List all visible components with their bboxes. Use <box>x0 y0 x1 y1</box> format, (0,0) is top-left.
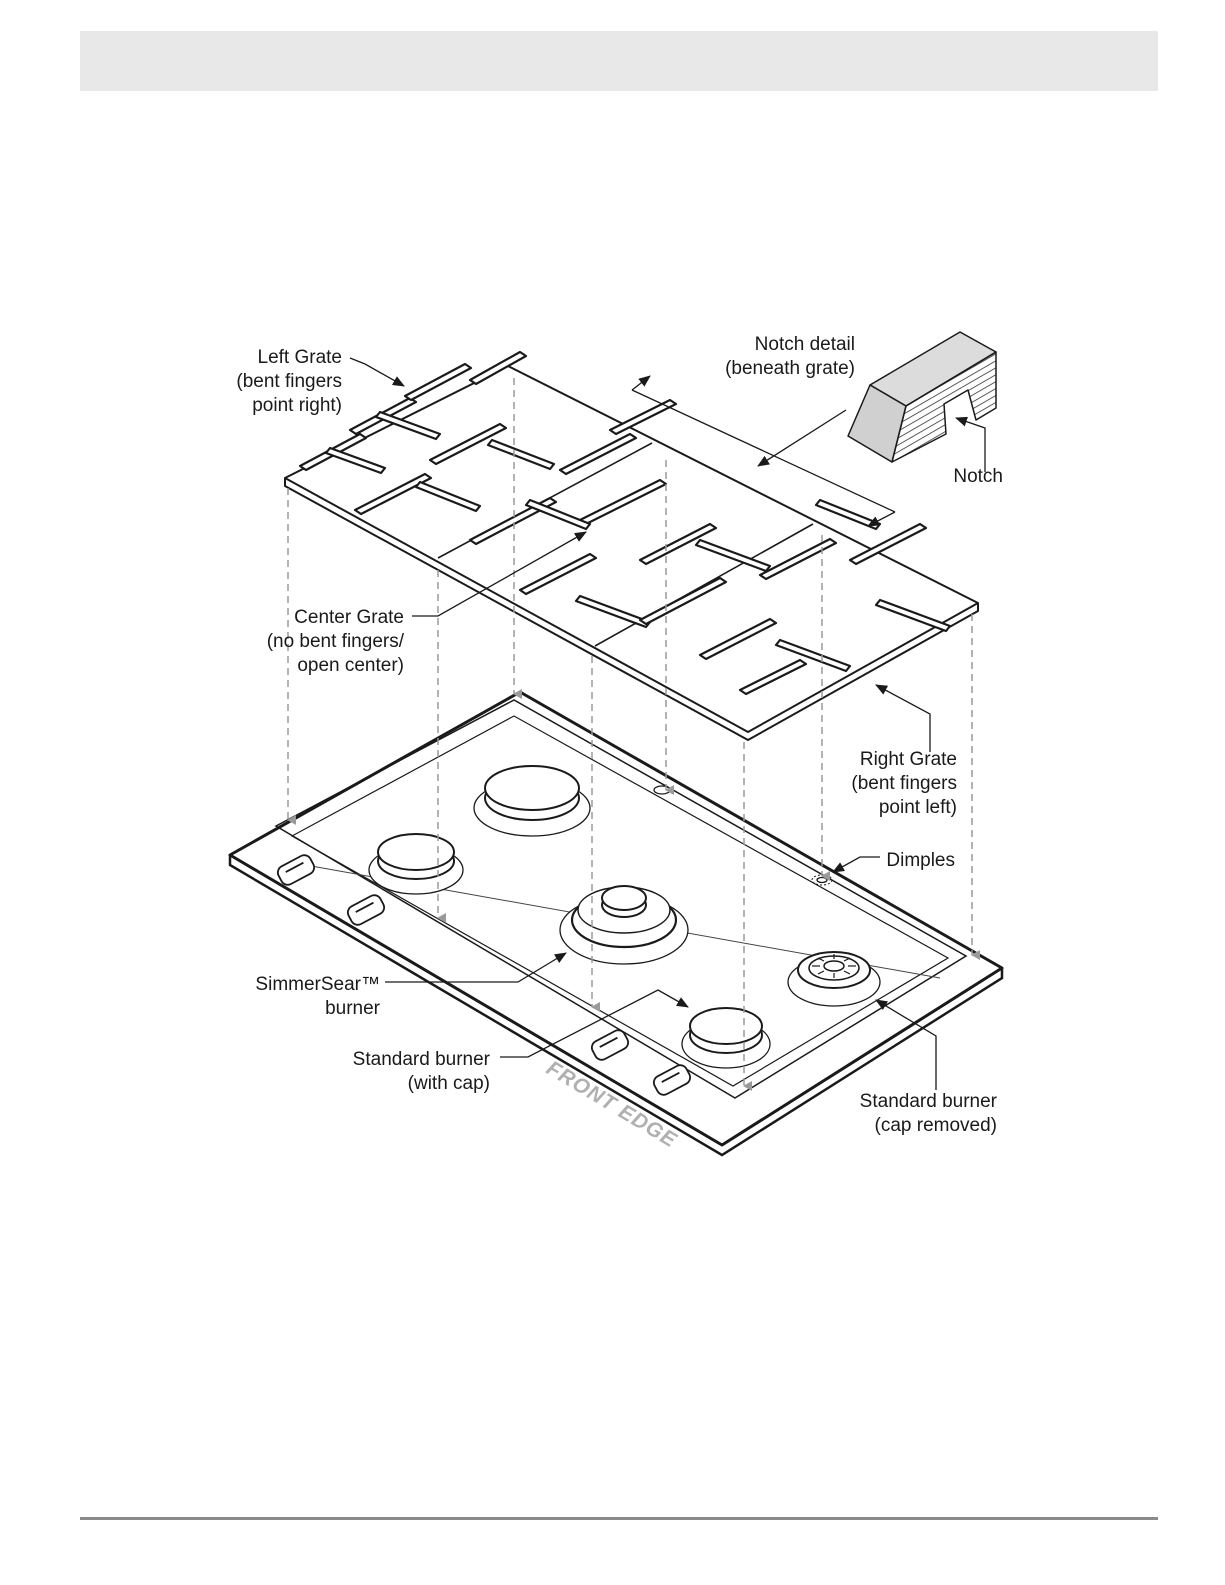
left-grate-line-1: Left Grate <box>258 347 343 368</box>
burner-rear-left <box>474 766 590 836</box>
center-grate-line-2: (no bent fingers/ <box>267 631 405 652</box>
center-grate-line-3: open center) <box>297 655 404 676</box>
standard-cap-removed-line-1: Standard burner <box>860 1091 998 1112</box>
simmersear-line-2: burner <box>325 998 381 1019</box>
burner-front-left <box>369 834 463 894</box>
label-right-grate: Right Grate (bent fingers point left) <box>851 749 957 818</box>
simmersear-line-1: SimmerSear™ <box>255 974 380 995</box>
footer-rule <box>80 1517 1158 1520</box>
label-standard-cap-removed: Standard burner (cap removed) <box>860 1091 998 1136</box>
label-standard-with-cap: Standard burner (with cap) <box>353 1049 491 1094</box>
label-simmersear: SimmerSear™ burner <box>255 974 380 1019</box>
standard-with-cap-line-2: (with cap) <box>408 1073 490 1094</box>
label-notch: Notch <box>953 466 1003 487</box>
right-grate-line-1: Right Grate <box>860 749 957 770</box>
left-grate-line-3: point right) <box>252 395 342 416</box>
center-grate-line-1: Center Grate <box>294 607 404 628</box>
standard-with-cap-line-1: Standard burner <box>353 1049 491 1070</box>
standard-cap-removed-line-2: (cap removed) <box>875 1115 998 1136</box>
label-center-grate: Center Grate (no bent fingers/ open cent… <box>267 607 405 676</box>
notch-detail-line-2: (beneath grate) <box>725 358 855 379</box>
label-notch-detail: Notch detail (beneath grate) <box>725 334 855 379</box>
right-grate-line-2: (bent fingers <box>851 773 957 794</box>
label-left-grate: Left Grate (bent fingers point right) <box>236 347 342 416</box>
label-dimples: Dimples <box>886 850 955 871</box>
standard-burner-with-cap <box>682 1008 770 1068</box>
left-grate-line-2: (bent fingers <box>236 371 342 392</box>
notch-detail-line-1: Notch detail <box>755 334 855 355</box>
right-grate-line-3: point left) <box>879 797 957 818</box>
notch-detail-block <box>848 332 996 462</box>
